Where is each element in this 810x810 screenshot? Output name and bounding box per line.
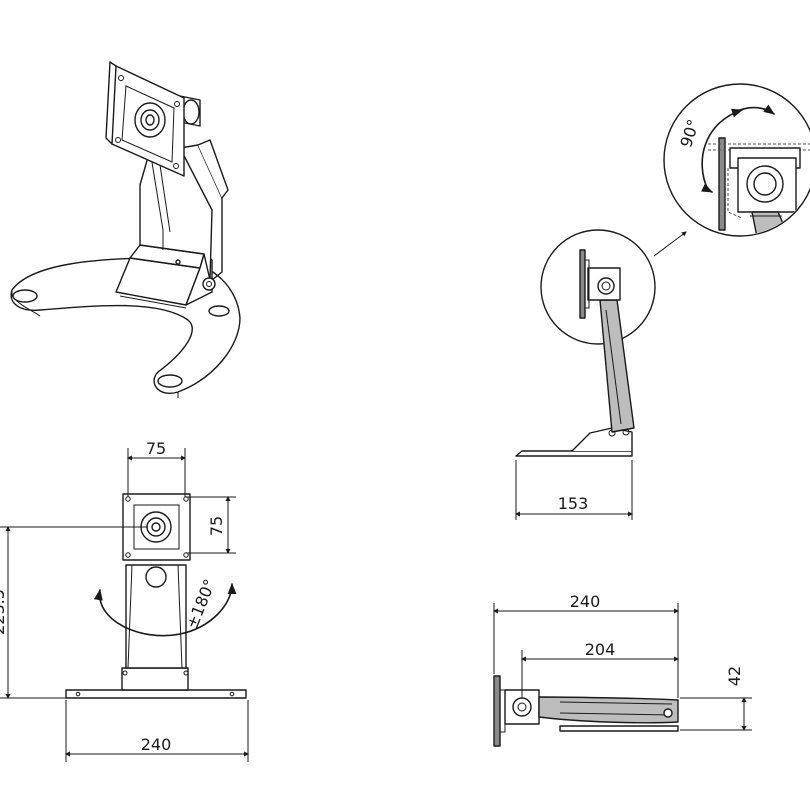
magnifier-callout-icon: [540, 229, 656, 345]
isometric-view: [10, 61, 241, 398]
dim-top-height: 42: [725, 666, 744, 686]
dim-detail-tilt: 90°: [676, 117, 703, 150]
front-view: [0, 448, 249, 762]
dim-top-length: 240: [570, 592, 601, 611]
dim-top-arm-length: 204: [585, 640, 616, 659]
dim-side-depth: 153: [558, 494, 589, 513]
dim-vesa-width: 75: [146, 439, 166, 458]
dim-rotation: ±180°: [182, 576, 219, 631]
side-view: [515, 229, 687, 520]
detail-view: [663, 83, 810, 237]
curved-arrow-icon: [93, 582, 237, 637]
dim-vesa-height: 75: [207, 516, 226, 536]
dim-front-total-height: 223.5: [0, 589, 8, 635]
top-view: [493, 603, 752, 747]
dim-front-base-width: 240: [141, 735, 172, 754]
